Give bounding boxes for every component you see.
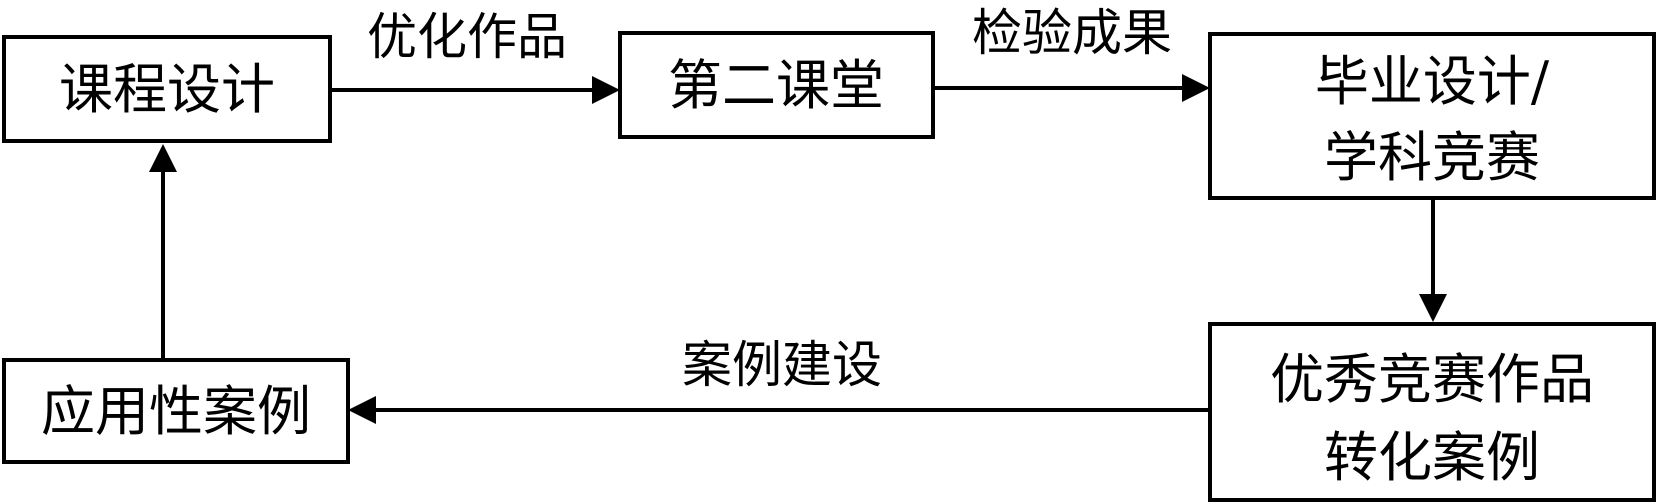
edge-label-case-building: 案例建设 xyxy=(682,336,882,394)
edge-excellent-to-applied xyxy=(348,396,1210,424)
node-label-line-2: 学科竞赛 xyxy=(1324,126,1540,189)
node-box xyxy=(2,35,332,143)
node-label: 第二课堂 xyxy=(668,54,884,117)
node-label-line-1: 优秀竞赛作品 xyxy=(1270,348,1594,411)
arrowhead-right xyxy=(1182,74,1210,102)
node-graduation-competition: 毕业设计/ 学科竞赛 xyxy=(1208,32,1656,200)
node-box xyxy=(618,31,935,139)
arrowhead-up xyxy=(149,144,177,172)
node-course-design: 课程设计 xyxy=(2,35,332,143)
edge-label-verify-results: 检验成果 xyxy=(972,4,1172,62)
edge-graduation-to-excellent xyxy=(1419,200,1447,322)
node-label: 应用性案例 xyxy=(41,380,311,443)
node-applied-cases: 应用性案例 xyxy=(2,358,350,464)
edge-label-optimize-works: 优化作品 xyxy=(367,8,567,66)
node-label-line-2: 转化案例 xyxy=(1324,426,1540,489)
node-box xyxy=(1208,322,1656,502)
node-box xyxy=(1208,32,1656,200)
arrowhead-down xyxy=(1419,294,1447,322)
edge-course-to-second xyxy=(330,76,620,104)
node-second-classroom: 第二课堂 xyxy=(618,31,935,139)
node-excellent-works: 优秀竞赛作品 转化案例 xyxy=(1208,322,1656,502)
node-label-line-1: 毕业设计/ xyxy=(1315,50,1550,113)
arrowhead-right xyxy=(592,76,620,104)
node-box xyxy=(2,358,350,464)
arrowhead-left xyxy=(348,396,376,424)
edge-second-to-graduation xyxy=(933,74,1210,102)
node-label: 课程设计 xyxy=(59,58,275,121)
edge-applied-to-course xyxy=(149,144,177,358)
